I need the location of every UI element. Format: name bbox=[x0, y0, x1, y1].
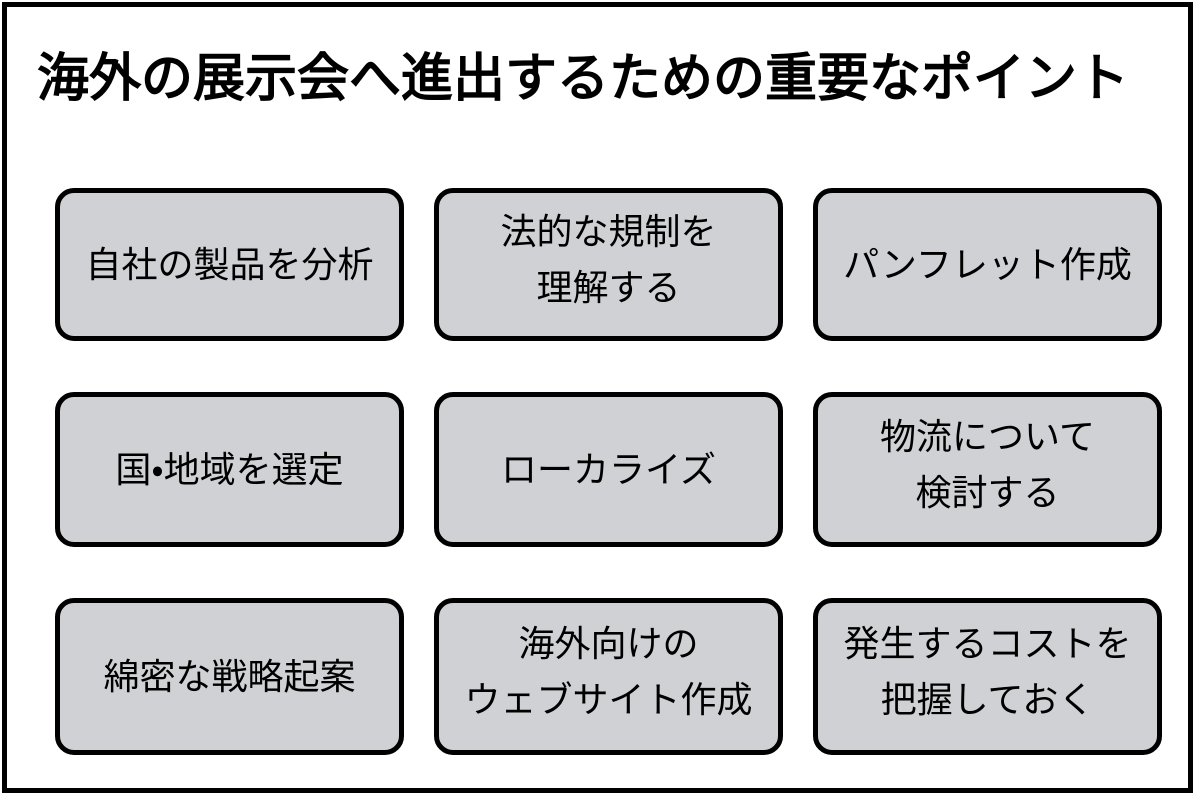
point-card-8[interactable]: 海外向けの ウェブサイト作成 bbox=[434, 598, 783, 755]
point-card-7[interactable]: 綿密な戦略起案 bbox=[55, 598, 404, 755]
point-card-label: 自社の製品を分析 bbox=[85, 243, 374, 285]
point-card-3[interactable]: パンフレット作成 bbox=[813, 188, 1162, 341]
point-card-5[interactable]: ローカライズ bbox=[434, 392, 783, 547]
point-card-label: 法的な規制を 理解する bbox=[500, 211, 717, 309]
point-card-1[interactable]: 自社の製品を分析 bbox=[55, 188, 404, 341]
point-card-6[interactable]: 物流について 検討する bbox=[813, 392, 1162, 547]
point-card-label: 国・地域を選定 bbox=[115, 448, 344, 490]
point-card-label: 綿密な戦略起案 bbox=[103, 655, 356, 697]
point-card-label: 海外向けの ウェブサイト作成 bbox=[464, 623, 753, 721]
point-card-label: 発生するコストを 把握しておく bbox=[843, 623, 1132, 721]
point-card-grid: 自社の製品を分析 法的な規制を 理解する パンフレット作成 国・地域を選定 ロー… bbox=[55, 188, 1162, 755]
point-card-9[interactable]: 発生するコストを 把握しておく bbox=[813, 598, 1162, 755]
page-title: 海外の展示会へ進出するための重要なポイント bbox=[37, 50, 1130, 108]
point-card-label: 物流について 検討する bbox=[880, 416, 1095, 514]
point-card-2[interactable]: 法的な規制を 理解する bbox=[434, 188, 783, 341]
point-card-label: パンフレット作成 bbox=[843, 243, 1132, 285]
point-card-4[interactable]: 国・地域を選定 bbox=[55, 392, 404, 547]
point-card-label: ローカライズ bbox=[501, 448, 716, 490]
